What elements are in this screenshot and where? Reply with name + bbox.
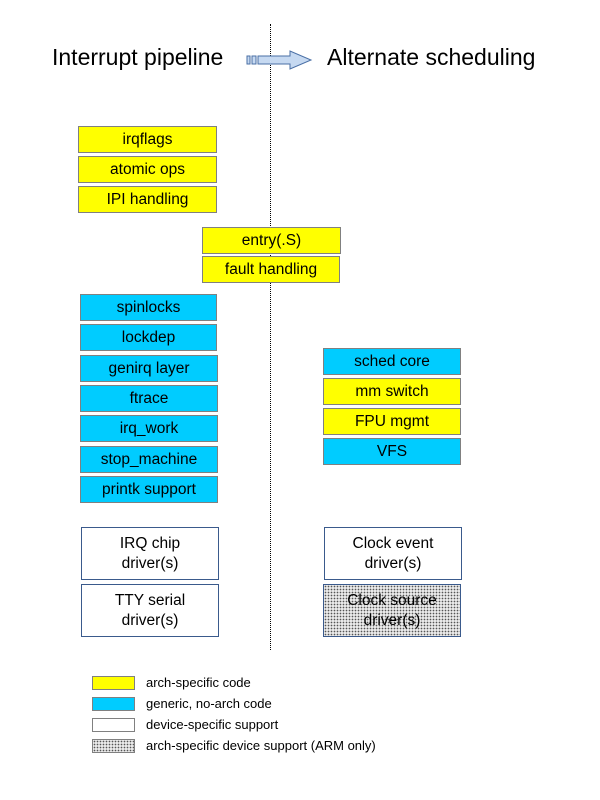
interrupt-pipeline-heading: Interrupt pipeline <box>52 44 224 70</box>
printk-support-box: printk support <box>80 476 218 503</box>
legend-swatch-arm-device <box>92 739 135 753</box>
lockdep-box: lockdep <box>80 324 217 351</box>
ftrace-label: ftrace <box>129 389 169 407</box>
legend-swatch-device-specific <box>92 718 135 732</box>
irq-work-label: irq_work <box>119 419 179 437</box>
irq-chip-label-line1: IRQ chip <box>119 535 181 553</box>
mm-switch-box: mm switch <box>323 378 461 405</box>
stop-machine-label: stop_machine <box>100 450 198 468</box>
tty-serial-drivers-box: TTY serial driver(s) <box>81 584 219 637</box>
clock-source-drivers-box: Clock source driver(s) <box>323 584 461 637</box>
lockdep-label: lockdep <box>121 328 176 346</box>
legend-swatch-arch-specific <box>92 676 135 690</box>
spinlocks-label: spinlocks <box>116 298 181 316</box>
entry-box: entry(.S) <box>202 227 341 254</box>
atomic-ops-label: atomic ops <box>110 160 185 178</box>
clock-event-drivers-box: Clock event driver(s) <box>324 527 462 580</box>
legend-label-device-specific: device-specific support <box>146 717 279 732</box>
atomic-ops-box: atomic ops <box>78 156 217 183</box>
vfs-box: VFS <box>323 438 461 465</box>
fault-handling-label: fault handling <box>224 260 318 278</box>
ipi-handling-label: IPI handling <box>106 190 189 208</box>
clock-source-label-line2: driver(s) <box>363 611 421 629</box>
right-arrow-icon <box>246 50 313 70</box>
legend-label-generic: generic, no-arch code <box>146 696 272 711</box>
stop-machine-box: stop_machine <box>80 446 218 473</box>
sched-core-box: sched core <box>323 348 461 375</box>
fpu-mgmt-label: FPU mgmt <box>354 412 430 430</box>
irqflags-label: irqflags <box>122 130 173 148</box>
fpu-mgmt-box: FPU mgmt <box>323 408 461 435</box>
clock-event-label-line2: driver(s) <box>364 554 422 572</box>
alternate-scheduling-heading: Alternate scheduling <box>327 44 536 70</box>
legend-label-arm-device: arch-specific device support (ARM only) <box>146 738 376 753</box>
sched-core-label: sched core <box>354 352 430 370</box>
tty-serial-label-line1: TTY serial <box>114 592 186 610</box>
genirq-layer-box: genirq layer <box>80 355 218 382</box>
ftrace-box: ftrace <box>80 385 218 412</box>
vfs-label: VFS <box>376 442 408 460</box>
mm-switch-label: mm switch <box>355 382 429 400</box>
ipi-handling-box: IPI handling <box>78 186 217 213</box>
clock-source-label-line1: Clock source <box>347 592 437 610</box>
irq-chip-drivers-box: IRQ chip driver(s) <box>81 527 219 580</box>
fault-handling-box: fault handling <box>202 256 340 283</box>
irq-chip-label-line2: driver(s) <box>121 554 179 572</box>
clock-event-label-line1: Clock event <box>352 535 434 553</box>
spinlocks-box: spinlocks <box>80 294 217 321</box>
tty-serial-label-line2: driver(s) <box>121 611 179 629</box>
irq-work-box: irq_work <box>80 415 218 442</box>
column-divider <box>270 24 271 650</box>
legend-label-arch-specific: arch-specific code <box>146 675 251 690</box>
legend-swatch-generic <box>92 697 135 711</box>
entry-label: entry(.S) <box>241 231 302 249</box>
printk-support-label: printk support <box>102 480 196 498</box>
genirq-layer-label: genirq layer <box>108 359 190 377</box>
irqflags-box: irqflags <box>78 126 217 153</box>
